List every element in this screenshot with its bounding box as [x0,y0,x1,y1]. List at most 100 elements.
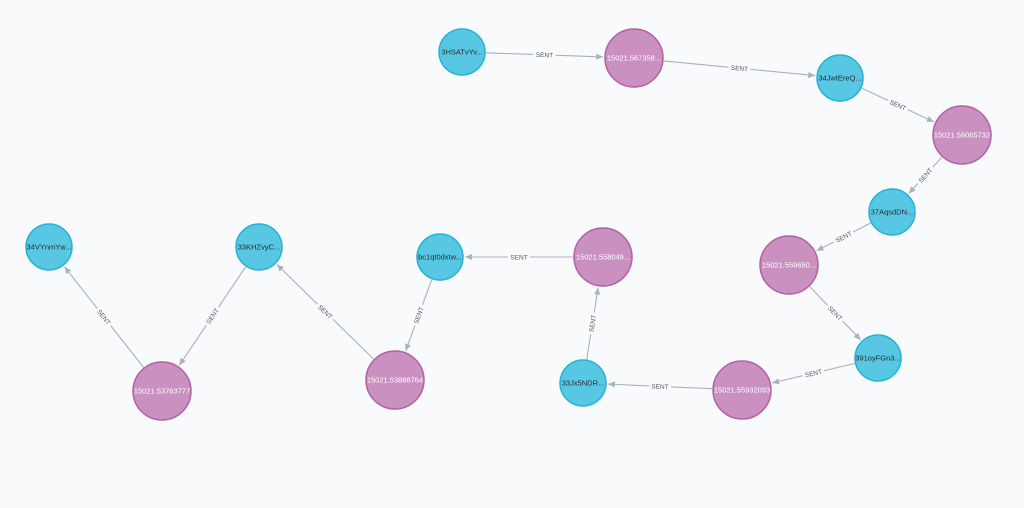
edge-label-background [831,227,856,246]
node-circle [438,28,486,76]
edge-label-group: SENT [914,163,936,187]
node-caption: 15021.559650... [762,261,816,270]
edge-label-background [533,49,556,60]
edge-sent[interactable]: SENT [405,279,433,352]
edge-label-background [410,303,427,327]
edge-sent[interactable]: SENT [809,286,862,341]
edge-label: SENT [804,369,823,380]
transaction-node[interactable]: 15021.558049... [573,227,633,287]
edge-label-background [824,301,847,325]
edge-label-group: SENT [648,380,672,391]
edge-label: SENT [888,99,907,113]
node-circle [816,54,864,102]
node-caption: bc1qt0dxtw... [418,253,462,262]
edge-sent[interactable]: SENT [663,60,816,78]
edge-sent[interactable]: SENT [772,362,855,385]
node-caption: 15021.56065732 [934,131,990,140]
edge-label: SENT [651,383,669,391]
node-circle [604,28,664,88]
node-circle [759,235,819,295]
edge-label-group: SENT [508,252,530,261]
node-circle [854,334,902,382]
edge-sent[interactable]: SENT [465,252,573,261]
node-circle [573,227,633,287]
edge-label: SENT [730,65,748,74]
edge-label-background [508,252,530,261]
address-node[interactable]: 34JwtEreQ... [816,54,864,102]
edge-label-group: SENT [94,305,115,329]
edge-label: SENT [917,167,934,185]
address-node[interactable]: 33Jx5NDR... [559,359,607,407]
transaction-node[interactable]: 15021.567358... [604,28,664,88]
edge-label: SENT [536,52,554,60]
node-circle [132,361,192,421]
edge-sent[interactable]: SENT [607,380,713,391]
edge-label-group: SENT [831,227,856,246]
node-circle [712,360,772,420]
node-circle [868,188,916,236]
node-caption: 15021.558049... [576,253,630,262]
edge-label-group: SENT [410,303,427,327]
edge-label-group: SENT [801,365,826,380]
node-caption: 34JwtEreQ... [818,74,861,83]
edge-label-background [314,300,337,323]
edge-sent[interactable]: SENT [178,266,247,366]
edge-sent[interactable]: SENT [276,264,374,360]
edge-label: SENT [826,305,843,322]
node-circle [365,350,425,410]
edge-label-group: SENT [202,304,222,328]
edge-label: SENT [588,314,598,332]
edge-label: SENT [835,231,854,245]
node-circle [416,233,464,281]
node-caption: 391oyFGn3... [855,354,900,363]
edge-sent[interactable]: SENT [64,266,144,368]
node-caption: 15021.55932093 [714,386,770,395]
edge-sent[interactable]: SENT [816,222,871,252]
node-caption: 37AqsdDN... [871,208,914,217]
edge-label-background [585,311,599,335]
address-node[interactable]: 3HSATvYv... [438,28,486,76]
edges-layer: SENT SENT SENT SENT SENT SENT SENT SENT SENT SENT… [64,49,943,391]
edge-sent[interactable]: SENT [861,87,935,123]
transaction-node[interactable]: 15021.53888764 [365,350,425,410]
edge-label-background [728,62,751,74]
edge-label-group: SENT [728,62,751,73]
edge-sent[interactable]: SENT [485,49,604,60]
edge-label-background [94,305,115,329]
node-caption: 15021.53888764 [367,376,423,385]
edge-sent[interactable]: SENT [585,287,601,360]
transaction-node[interactable]: 15021.559650... [759,235,819,295]
transaction-node[interactable]: 15021.56065732 [932,105,992,165]
address-node[interactable]: 37AqsdDN... [868,188,916,236]
nodes-layer: 3HSATvYv... 15021.567358... 34JwtEreQ... 15… [25,28,992,421]
edge-label-group: SENT [824,301,847,325]
node-caption: 15021.567358... [607,54,661,63]
edge-label-group: SENT [585,311,599,335]
address-node[interactable]: 391oyFGn3... [854,334,902,382]
edge-label-group: SENT [533,49,556,60]
edge-label: SENT [316,304,333,321]
edge-label: SENT [510,254,527,261]
transaction-node[interactable]: 15021.55932093 [712,360,772,420]
node-caption: 33KHZvyC... [238,243,281,252]
edge-label-background [202,304,222,328]
node-circle [932,105,992,165]
node-caption: 15021.53763777 [134,387,190,396]
node-circle [235,223,283,271]
edge-label-background [801,365,826,380]
node-caption: 33Jx5NDR... [562,379,605,388]
edge-label-group: SENT [886,95,910,114]
edge-sent[interactable]: SENT [908,156,943,194]
address-node[interactable]: 33KHZvyC... [235,223,283,271]
edge-label-group: SENT [314,300,337,323]
transaction-node[interactable]: 15021.53763777 [132,361,192,421]
node-caption: 34VYnmYw... [26,243,71,252]
node-caption: 3HSATvYv... [441,48,482,57]
edge-label-background [886,95,910,114]
node-circle [25,223,73,271]
edge-label: SENT [95,309,111,327]
address-node[interactable]: bc1qt0dxtw... [416,233,464,281]
edge-label-background [648,380,672,391]
address-node[interactable]: 34VYnmYw... [25,223,73,271]
